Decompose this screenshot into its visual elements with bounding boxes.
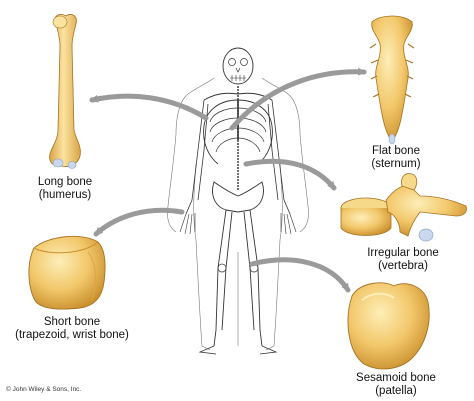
sesamoid-bone-name: Sesamoid bone — [356, 372, 436, 384]
sesamoid-bone-label: Sesamoid bone (patella) — [342, 372, 450, 398]
copyright-notice: © John Wiley & Sons, Inc. — [6, 386, 82, 393]
irregular-bone-example: (vertebra) — [378, 260, 428, 272]
arrow-to-flat-bone — [229, 67, 367, 131]
short-bone-label: Short bone (trapezoid, wrist bone) — [2, 316, 142, 342]
patella-illustration — [347, 282, 430, 370]
long-bone-name: Long bone — [37, 176, 93, 188]
short-bone-example: (trapezoid, wrist bone) — [15, 329, 129, 341]
long-bone-example: (humerus) — [38, 189, 92, 201]
humerus-illustration — [49, 14, 81, 169]
body-outline — [167, 77, 309, 351]
skeleton-figure — [167, 47, 309, 355]
vertebra-illustration — [340, 173, 467, 242]
arrow-to-irregular-bone — [243, 158, 337, 191]
irregular-bone-name: Irregular bone — [367, 247, 439, 259]
arrow-to-long-bone — [89, 93, 209, 121]
long-bone-label: Long bone (humerus) — [24, 176, 106, 202]
pointer-arrows — [89, 67, 367, 293]
sternum-illustration — [369, 15, 415, 145]
flat-bone-example: (sternum) — [371, 158, 421, 170]
flat-bone-label: Flat bone (sternum) — [356, 145, 436, 171]
short-bone-name: Short bone — [43, 316, 101, 328]
trapezoid-illustration — [28, 235, 106, 310]
arrow-to-sesamoid-bone — [249, 257, 351, 293]
flat-bone-name: Flat bone — [372, 145, 420, 157]
arrow-to-short-bone — [93, 207, 185, 237]
irregular-bone-label: Irregular bone (vertebra) — [348, 247, 458, 273]
sesamoid-bone-example: (patella) — [375, 385, 417, 397]
